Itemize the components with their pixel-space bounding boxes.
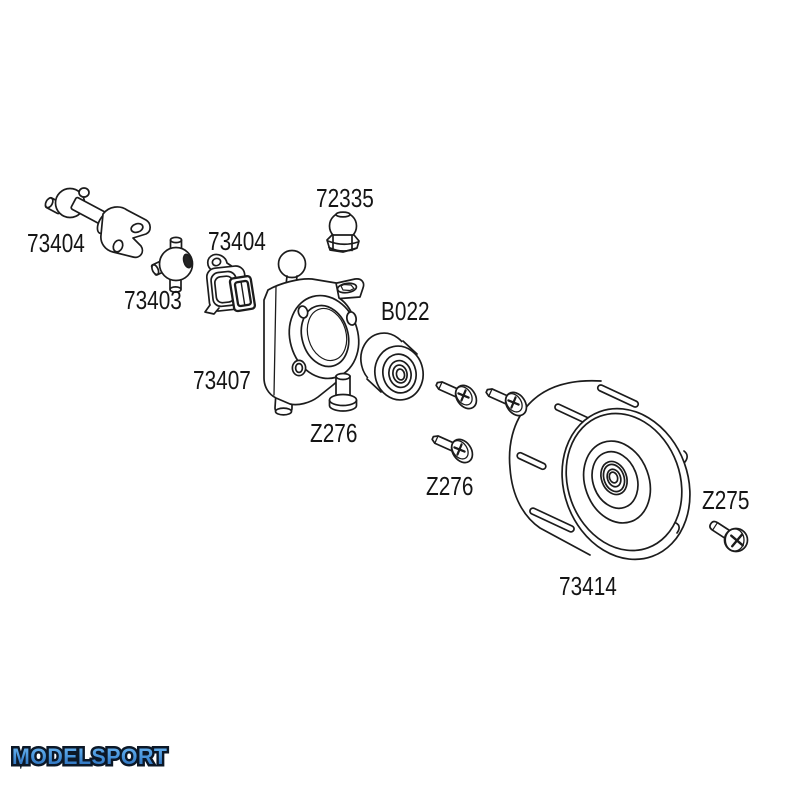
ball-nut-drawing [326,211,360,253]
part-label-bushing: Z276 [310,418,358,448]
screw-z276-drawing-3 [430,433,478,468]
modelsport-logo: MODELSPORT MODELSPORT [10,742,182,771]
axle-coupling-drawing [204,253,257,315]
part-label-screw-small: Z275 [702,485,750,515]
part-label-wheel: 73414 [559,571,617,601]
part-label-drive-shaft: 73404 [27,228,85,258]
spider-joint-drawing [150,236,194,293]
drive-shaft-drawing [44,187,151,259]
modelsport-logo-outline: MODELSPORT [10,742,170,771]
part-label-hub-carrier: 73407 [193,365,251,395]
modelsport-logo-text: MODELSPORT [12,744,168,769]
part-label-spider-joint: 73403 [124,285,182,315]
screw-z275-drawing [709,520,749,553]
wheel-drawing [508,379,691,561]
part-label-screw-set: Z276 [426,471,474,501]
ball-bearing-drawing [360,332,424,401]
screw-z276-drawing-1 [434,379,482,414]
bushing-drawing [328,372,358,412]
part-label-ball-nut: 72335 [316,183,374,213]
part-label-axle-coupling: 73404 [208,226,266,256]
part-label-ball-bearing: B022 [381,296,430,326]
hub-carrier-drawing [263,249,365,416]
screw-z276-drawing-2 [484,386,532,421]
